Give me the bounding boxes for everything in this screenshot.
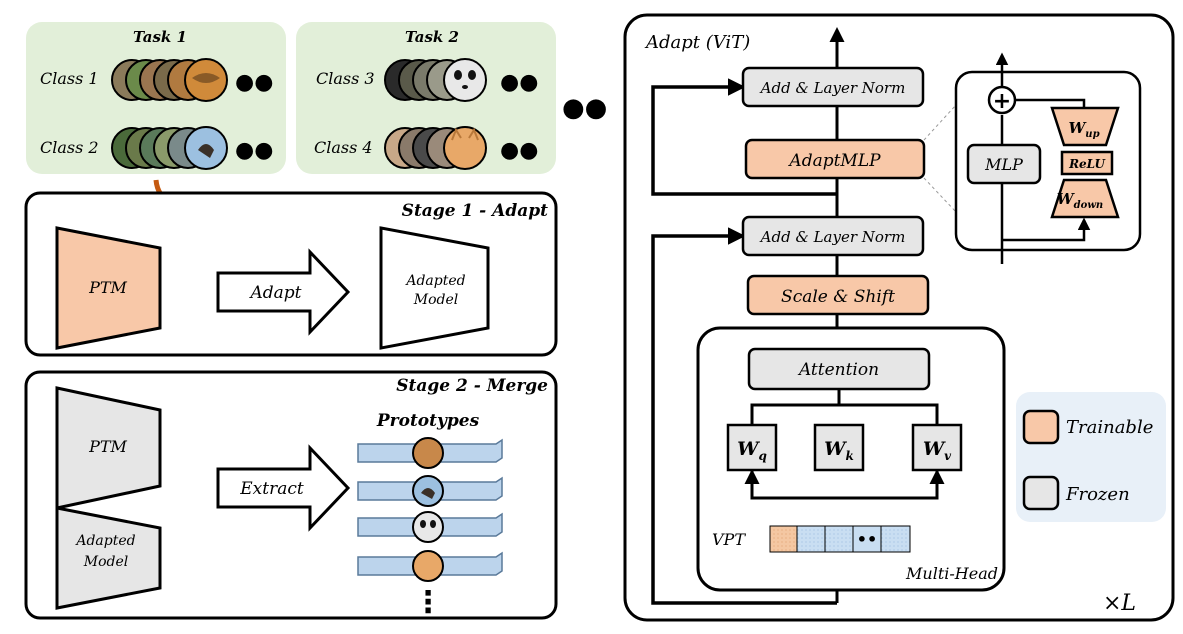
stage-1-panel: Stage 1 - Adapt PTM Adapt Adapted Model	[24, 191, 558, 357]
vit-title: Adapt (ViT)	[644, 32, 750, 53]
legend-frozen-swatch	[1022, 475, 1060, 511]
w-down-block: Wdown	[1050, 178, 1120, 219]
sum-node	[987, 85, 1017, 115]
task-panel-2: Task 2 Class 3 Class 4 ●● ●●	[296, 22, 556, 174]
class-2-image-stack	[111, 126, 228, 170]
adaptmlp-label: AdaptMLP	[787, 151, 881, 171]
add-norm-top: Add & Layer Norm	[741, 66, 925, 108]
prototypes-title: Prototypes	[376, 411, 480, 431]
vpt-token-strip: ••	[769, 525, 911, 553]
class-2-label: Class 2	[40, 138, 99, 157]
stage-1-title: Stage 1 - Adapt	[402, 201, 548, 221]
sum-symbol: +	[993, 89, 1011, 114]
class-3-more-dots: ●●	[500, 70, 538, 95]
adapted-model-line-2: Model	[413, 292, 459, 308]
stage-2-adapted-line-2: Model	[83, 554, 129, 570]
adapt-arrow: Adapt	[216, 248, 351, 336]
wv-label: W	[923, 438, 946, 460]
prototype-bar-panda	[357, 511, 503, 543]
wk-subscript: k	[846, 449, 854, 463]
class-3-image-stack	[384, 58, 487, 102]
adapted-model-line-1: Adapted	[404, 273, 465, 289]
tasks-ellipsis: ●●	[562, 93, 607, 123]
mlp-label: MLP	[984, 155, 1023, 174]
task-2-title: Task 2	[405, 28, 459, 46]
vpt-dots: ••	[857, 530, 877, 549]
w-up-block: Wup	[1050, 106, 1120, 147]
prototype-bar-cat	[357, 550, 503, 582]
class-4-label: Class 4	[314, 138, 373, 157]
class-4-image-stack	[384, 126, 487, 170]
task-1-title: Task 1	[133, 28, 187, 46]
svg-text:Wup: Wup	[1068, 119, 1099, 140]
wk-label: W	[824, 438, 847, 460]
attention-label: Attention	[797, 360, 879, 380]
prototype-bars	[357, 437, 503, 582]
class-4-more-dots: ●●	[500, 138, 538, 163]
stage-2-ptm-label: PTM	[88, 437, 127, 456]
legend-trainable-label: Trainable	[1066, 417, 1153, 438]
stage-1-ptm-label: PTM	[88, 278, 127, 297]
zoom-line-top	[923, 104, 957, 141]
scale-shift-block: Scale & Shift	[746, 274, 930, 316]
wv-subscript: v	[944, 449, 952, 463]
legend-trainable-swatch	[1022, 409, 1060, 445]
adaptmlp-block: AdaptMLP	[744, 138, 926, 180]
w-down-subscript: down	[1074, 200, 1104, 211]
class-3-label: Class 3	[316, 69, 375, 88]
extract-arrow: Extract	[216, 444, 351, 532]
stage-2-adapted-line-1: Adapted	[74, 533, 135, 549]
relu-label: ReLU	[1068, 157, 1106, 171]
extract-arrow-label: Extract	[239, 479, 304, 499]
add-norm-mid: Add & Layer Norm	[741, 215, 925, 257]
prototype-bar-bird	[357, 475, 503, 507]
repeat-label: ×L	[1103, 591, 1136, 616]
add-norm-top-label: Add & Layer Norm	[759, 79, 906, 97]
svg-text:Wq: Wq	[737, 438, 767, 463]
w-down-label: W	[1057, 190, 1076, 208]
adaptmlp-detail-panel: + MLP Wup ReLU Wdown	[954, 52, 1142, 264]
wq-label: W	[737, 438, 760, 460]
mlp-block: MLP	[966, 143, 1042, 185]
adapted-model-block: Adapted Model	[379, 226, 490, 350]
wk-block: Wk	[813, 423, 865, 472]
legend-frozen-label: Frozen	[1065, 484, 1130, 505]
stage-2-adapted-block: Adapted Model	[55, 506, 162, 610]
class-1-more-dots: ●●	[235, 70, 273, 95]
stage-2-ptm-block: PTM	[55, 386, 162, 510]
wq-block: Wq	[726, 423, 778, 472]
stage-2-title: Stage 2 - Merge	[396, 376, 548, 396]
wv-block: Wv	[911, 423, 963, 472]
class-1-image-stack	[111, 58, 228, 102]
stage-1-ptm-block: PTM	[55, 226, 162, 350]
wq-subscript: q	[758, 449, 766, 463]
svg-text:Wv: Wv	[923, 438, 952, 463]
legend: Trainable Frozen	[1016, 392, 1166, 522]
w-up-label: W	[1068, 119, 1087, 137]
prototypes-more: ⋮	[413, 585, 443, 620]
vpt-label: VPT	[712, 530, 746, 549]
task-panel-1: Task 1 Class 1 Class 2 ●● ●●	[26, 22, 286, 174]
scale-shift-label: Scale & Shift	[781, 287, 895, 307]
adapt-arrow-label: Adapt	[248, 283, 301, 303]
stage-2-panel: Stage 2 - Merge PTM Adapted Model Extrac…	[24, 370, 558, 620]
svg-text:Wk: Wk	[824, 438, 854, 463]
add-norm-mid-label: Add & Layer Norm	[759, 228, 906, 246]
w-up-subscript: up	[1085, 129, 1099, 140]
relu-block: ReLU	[1060, 150, 1114, 176]
class-2-more-dots: ●●	[235, 138, 273, 163]
zoom-line-bottom	[923, 177, 957, 213]
svg-text:Wdown: Wdown	[1057, 190, 1103, 211]
prototype-bar-tiger	[357, 437, 503, 469]
class-1-label: Class 1	[40, 69, 99, 88]
multihead-label: Multi-Head	[905, 564, 998, 583]
attention-block: Attention	[747, 347, 931, 391]
